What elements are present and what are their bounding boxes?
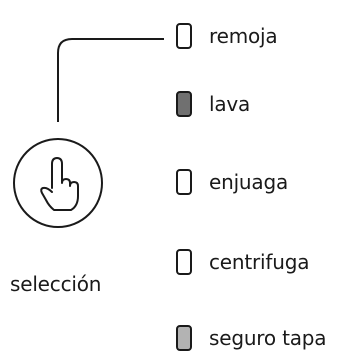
program-label: remoja (209, 24, 278, 48)
program-label: seguro tapa (209, 326, 327, 350)
program-label: enjuaga (209, 170, 289, 194)
program-label: lava (209, 92, 251, 116)
select-label: selección (10, 272, 102, 296)
program-remoja: remoja (176, 19, 278, 53)
program-centrifuga: centrifuga (176, 245, 309, 279)
program-lava: lava (176, 87, 250, 121)
program-indicator-light (176, 249, 192, 275)
program-enjuaga: enjuaga (176, 165, 288, 199)
hand-pointer-icon (40, 157, 79, 211)
lid-lock-indicator-light (176, 325, 192, 351)
program-indicator-light (176, 169, 192, 195)
program-seguro-tapa: seguro tapa (176, 321, 327, 355)
program-indicator-light (176, 23, 192, 49)
program-label: centrifuga (209, 250, 310, 274)
program-indicator-light (176, 91, 192, 117)
select-button[interactable] (13, 138, 103, 228)
